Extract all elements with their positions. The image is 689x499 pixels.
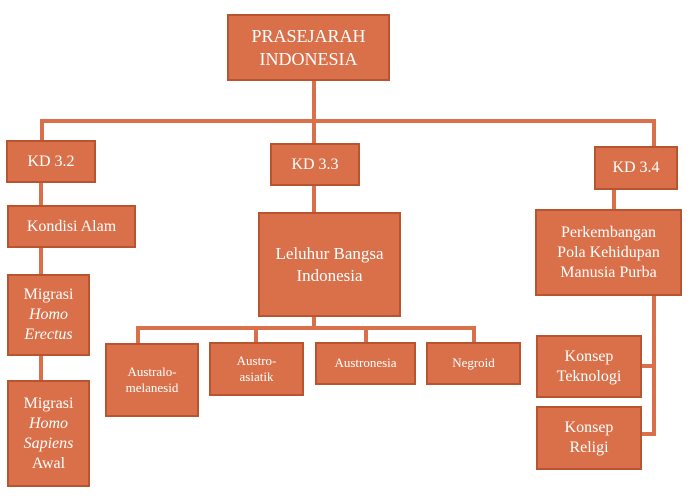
negroid-label: Negroid — [452, 355, 495, 371]
austro-asiatik-node: Austro- asiatik — [209, 342, 304, 396]
migrasi-homo-sapiens-node: Migrasi Homo Sapiens Awal — [7, 380, 90, 487]
perkembangan-line-3: Manusia Purba — [560, 263, 657, 281]
leluhur-line-2: Indonesia — [296, 265, 363, 285]
sapiens-line-2: Homo — [28, 414, 69, 432]
kondisi-alam-node: Kondisi Alam — [7, 205, 136, 248]
connector-austronesia — [364, 326, 368, 344]
connector-middle-horizontal — [136, 326, 476, 330]
connector-kd33-leluhur — [312, 185, 316, 213]
connector-kd32-down — [40, 119, 44, 143]
sapiens-line-1: Migrasi — [23, 394, 74, 412]
perkembangan-line-1: Perkembangan — [560, 223, 657, 241]
connector-top-horizontal — [40, 119, 656, 123]
religi-line-2: Religi — [569, 439, 609, 456]
kd-3-4-node: KD 3.4 — [594, 146, 678, 190]
austronesia-node: Austronesia — [315, 342, 416, 385]
root-line-2: INDONESIA — [259, 48, 358, 69]
religi-line-1: Konsep — [564, 419, 614, 436]
kd-3-2-label: KD 3.2 — [27, 152, 75, 170]
connector-kd32-kondisi — [39, 182, 43, 206]
connector-leluhur-down — [312, 316, 316, 330]
connector-teknologi — [640, 364, 656, 368]
connector-kd34-down — [652, 119, 656, 149]
connector-kd34-perkembangan — [612, 189, 616, 211]
teknologi-line-1: Konsep — [564, 347, 614, 365]
connector-root-down — [312, 81, 316, 123]
kd-3-2-node: KD 3.2 — [6, 140, 96, 183]
erectus-line-1: Migrasi — [23, 286, 74, 303]
erectus-line-3: Erectus — [24, 326, 73, 343]
sapiens-line-3: Sapiens — [23, 434, 74, 452]
austro-line-2: asiatik — [239, 369, 274, 384]
australo-line-1: Australo- — [127, 363, 177, 379]
teknologi-line-2: Teknologi — [556, 367, 622, 385]
connector-negroid — [472, 326, 476, 344]
connector-australo — [136, 326, 140, 346]
perkembangan-line-2: Pola Kehidupan — [557, 243, 660, 261]
connector-kd33-down — [312, 119, 316, 145]
leluhur-bangsa-node: Leluhur Bangsa Indonesia — [258, 212, 401, 317]
root-node: PRASEJARAH INDONESIA — [227, 14, 390, 81]
root-line-1: PRASEJARAH — [251, 26, 366, 46]
australo-line-2: melanesid — [125, 380, 179, 395]
connector-religi — [640, 432, 656, 436]
kondisi-alam-label: Kondisi Alam — [26, 217, 117, 235]
kd-3-3-label: KD 3.3 — [291, 155, 339, 173]
connector-austro — [254, 326, 258, 344]
australo-melanesid-node: Australo- melanesid — [105, 343, 199, 417]
negroid-node: Negroid — [426, 342, 521, 385]
sapiens-line-4: Awal — [31, 454, 66, 472]
migrasi-homo-erectus-node: Migrasi Homo Erectus — [7, 274, 90, 356]
kd-3-4-label: KD 3.4 — [612, 159, 660, 176]
perkembangan-pola-node: Perkembangan Pola Kehidupan Manusia Purb… — [535, 209, 682, 296]
konsep-teknologi-node: Konsep Teknologi — [536, 335, 642, 398]
austronesia-label: Austronesia — [334, 355, 397, 371]
erectus-line-2: Homo — [28, 306, 69, 323]
austro-line-1: Austro- — [236, 352, 277, 368]
leluhur-line-1: Leluhur Bangsa — [275, 244, 384, 264]
connector-erectus-sapiens — [39, 355, 43, 381]
kd-3-3-node: KD 3.3 — [270, 143, 360, 186]
connector-kondisi-erectus — [39, 247, 43, 275]
konsep-religi-node: Konsep Religi — [536, 406, 642, 470]
